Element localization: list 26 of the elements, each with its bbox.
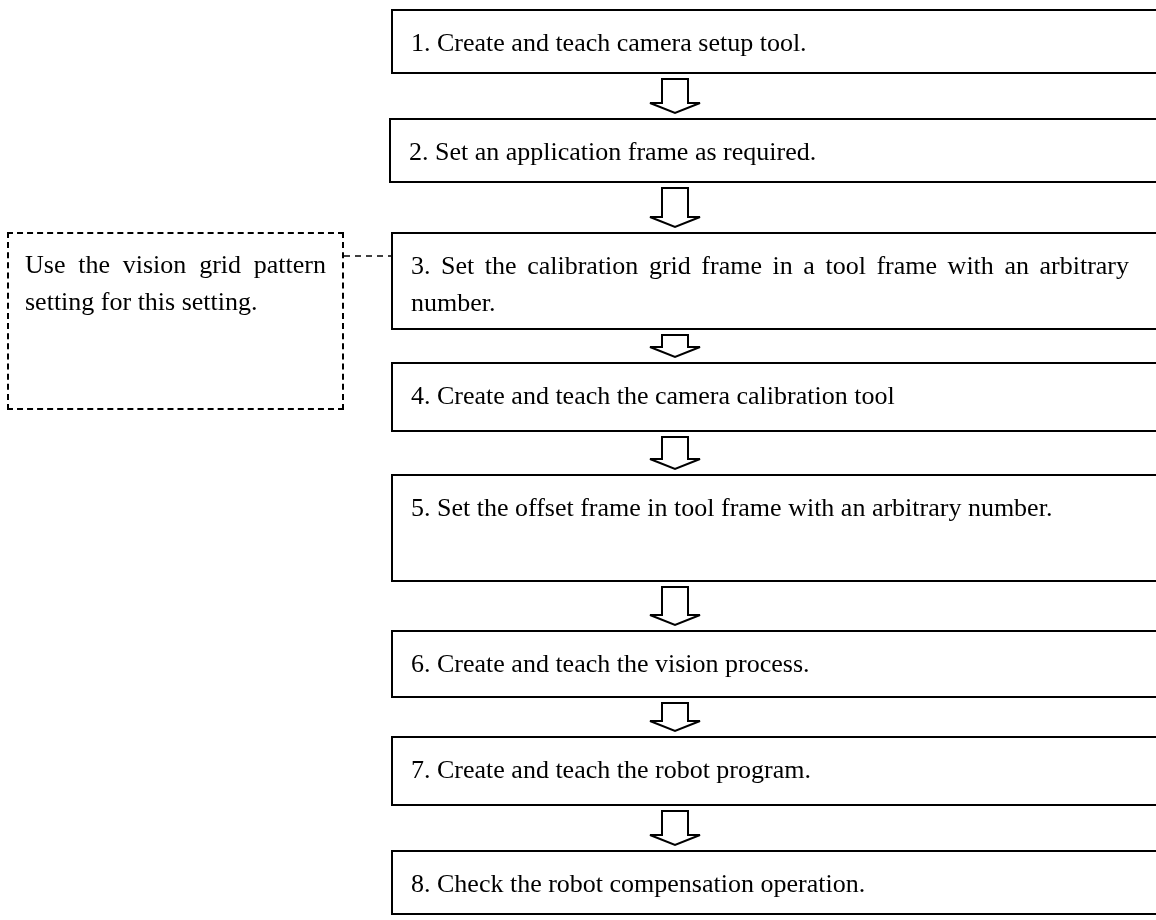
hollow-down-arrow [649, 334, 701, 359]
step-box [391, 850, 1156, 915]
step-box [389, 118, 1156, 183]
step-box [391, 9, 1156, 74]
step-box [391, 630, 1156, 698]
step-text: 6. Create and teach the vision process. [411, 648, 811, 680]
hollow-down-arrow [649, 436, 701, 471]
hollow-down-arrow [649, 78, 701, 115]
step-text: 5. Set the offset frame in tool frame with an arbitrary number. [411, 492, 1054, 524]
connector-line [343, 255, 392, 257]
step-box [391, 474, 1156, 582]
hollow-down-arrow [649, 810, 701, 847]
step-box [391, 232, 1156, 330]
step-text: 1. Create and teach camera setup tool. [411, 27, 808, 59]
hollow-down-arrow [649, 702, 701, 733]
step-text: 8. Check the robot compensation operation. [411, 868, 867, 900]
step-text: 3. Set the calibration grid frame in a tool frame with an arbitrary number. [411, 250, 1129, 319]
step-text: 4. Create and teach the camera calibration tool [411, 380, 896, 412]
step-box [391, 736, 1156, 806]
note-text: Use the vision grid pattern setting for this setting. [25, 249, 326, 318]
hollow-down-arrow [649, 586, 701, 627]
note-box [7, 232, 344, 410]
step-text: 7. Create and teach the robot program. [411, 754, 812, 786]
hollow-down-arrow [649, 187, 701, 229]
step-text: 2. Set an application frame as required. [409, 136, 818, 168]
step-box [391, 362, 1156, 432]
